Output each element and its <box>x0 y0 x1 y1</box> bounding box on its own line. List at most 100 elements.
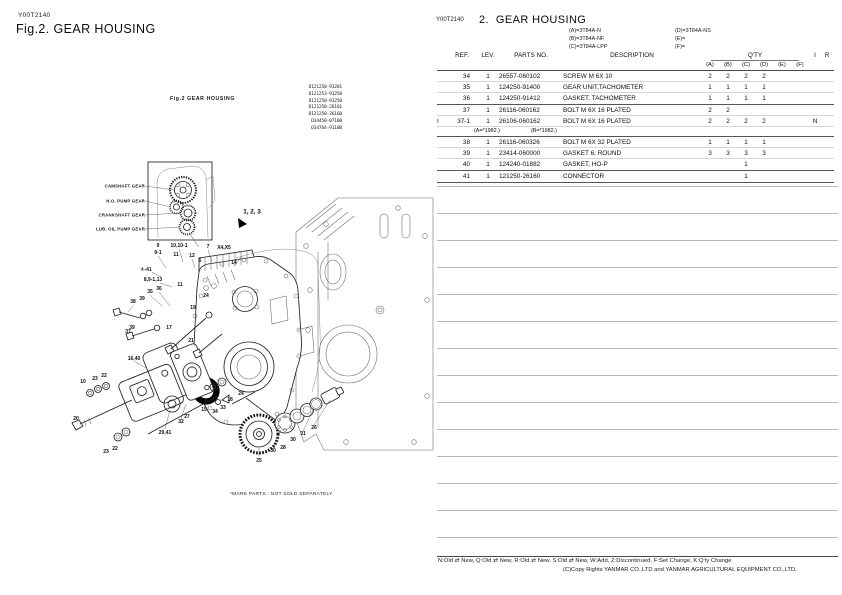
figure-caption: Fig.2 GEAR HOUSING <box>170 96 235 102</box>
callout-number: 39 <box>139 296 145 302</box>
table-row: 411121250-26160CONNECTOR1 <box>437 171 834 182</box>
callout-number: 22 <box>101 373 107 379</box>
parts-group: 411121250-26160CONNECTOR1 <box>437 171 834 183</box>
empty-row-rules <box>437 160 838 542</box>
callout-number: 9-1 <box>154 250 162 256</box>
parts-table: REF. LEV. PARTS NO. DESCRIPTION Q'TY I R… <box>437 52 834 183</box>
callout-number: 15 <box>201 407 207 413</box>
figure-footnote: *MARK PARTS : NOT SOLD SEPARATELY <box>230 492 333 497</box>
inset-gear-label: H.O. PUMP GEAR <box>106 198 145 204</box>
model-list-col1: (A)=3T84A-N(B)=3T84A-NF(C)=3T84A-LPP <box>569 27 608 51</box>
parts-table-header: REF. LEV. PARTS NO. DESCRIPTION Q'TY I R… <box>437 52 834 71</box>
callout-number: 27 <box>184 414 190 420</box>
model-code: (F)= <box>675 44 686 50</box>
callout-number: 18 <box>227 397 233 403</box>
figure-ref-number: D121250-91250 <box>308 98 343 104</box>
left-page-code: Y00T2140 <box>18 12 51 19</box>
qty-col-label: (A) <box>706 62 714 68</box>
callout-number: 19 <box>190 305 196 311</box>
callout-number: 22 <box>112 446 118 452</box>
col-parts-no: PARTS NO. <box>514 52 548 59</box>
callout-number: 20 <box>73 416 79 422</box>
callout-number: 23 <box>92 376 98 382</box>
exploded-diagram <box>71 161 434 456</box>
model-code: (D)=3T84A-NS <box>675 28 711 34</box>
callout-number: 25 <box>256 458 262 464</box>
callout-number: 17 <box>166 325 172 331</box>
qty-col-label: (C) <box>741 62 751 68</box>
callout-number: 38 <box>130 299 136 305</box>
gear-train-inset <box>144 161 216 248</box>
copyright-line: (C)Copy Rights YANMAR CO.,LTD and YANMAR… <box>563 567 797 573</box>
callout-number: 37 <box>125 329 131 335</box>
left-page-title: Fig.2. GEAR HOUSING <box>16 22 156 36</box>
callout-number: 30 <box>290 437 296 443</box>
table-row: 401124240-01882GASKET, HO-P1 <box>437 159 834 170</box>
callout-number: 28 <box>280 445 286 451</box>
callout-number: 6 <box>198 258 202 264</box>
qty-col-label: (E) <box>778 62 786 68</box>
view-arrow <box>238 218 247 228</box>
callout-number: 8,9-1,13 <box>143 277 163 283</box>
camshaft-gear-and-bearings <box>238 386 344 455</box>
change-code-legend: N:Old ⇄ New, Q:Old ⇄ New, R:Old ⇄ New, S… <box>438 558 732 564</box>
callout-number: 31 <box>300 431 306 437</box>
model-code: (A)=3T84A-N <box>569 28 601 34</box>
right-page-code: Y00T2140 <box>436 17 464 23</box>
hydraulic-pump <box>71 307 227 442</box>
figure-ref-number: D121250-26101 <box>308 105 343 111</box>
callout-number: 11 <box>177 282 183 288</box>
callout-number: 35 <box>147 289 153 295</box>
model-code: (B)=3T84A-NF <box>569 36 605 42</box>
callout-number: X4,X5 <box>217 245 231 251</box>
callout-number: 9 <box>156 243 160 249</box>
leader-lines <box>127 248 331 456</box>
view-arrow-label: 1, 2, 3 <box>243 208 261 216</box>
col-r: R <box>824 52 830 59</box>
model-list-col2: (D)=3T84A-NS (E)= (F)= <box>675 27 711 51</box>
applicability-note: (A=*1982.)(B=*1982.) <box>474 128 557 134</box>
figure-ref-number: D121250-26160 <box>308 112 343 118</box>
callout-number: 21 <box>188 338 194 344</box>
qty-col-label: (B) <box>724 62 732 68</box>
gasket-outline <box>235 248 321 393</box>
col-lev: LEV. <box>481 52 495 59</box>
callout-number: 12 <box>189 253 195 259</box>
callout-number: 39 <box>129 325 135 331</box>
callout-number: 7 <box>206 244 210 250</box>
model-code: (E)= <box>675 36 686 42</box>
callout-number: 32 <box>178 419 184 425</box>
callout-number: 33 <box>220 405 226 411</box>
figure-ref-number: D34450-07100 <box>311 118 342 124</box>
col-qty: Q'TY <box>711 52 799 61</box>
callout-number: 29,41 <box>158 430 172 436</box>
qty-col-label: (D) <box>759 62 769 68</box>
callout-number: 36 <box>156 286 162 292</box>
qty-col-label: (F) <box>796 62 804 68</box>
callout-number: 24 <box>203 293 209 299</box>
inset-gear-label: CRANKSHAFT GEAR <box>98 212 145 218</box>
inset-gear-label: LUB. OIL PUMP GEAR <box>95 226 145 232</box>
inset-gear-label: CAMSHAFT GEAR <box>104 183 145 189</box>
fastener-group <box>164 269 287 429</box>
callout-number: 14 <box>231 260 237 266</box>
callout-number: 10 <box>80 379 86 385</box>
callout-number: ①-41 <box>140 267 152 273</box>
callout-number: 23 <box>103 449 109 455</box>
col-ref: REF. <box>455 52 469 59</box>
footer-rule <box>437 556 838 557</box>
